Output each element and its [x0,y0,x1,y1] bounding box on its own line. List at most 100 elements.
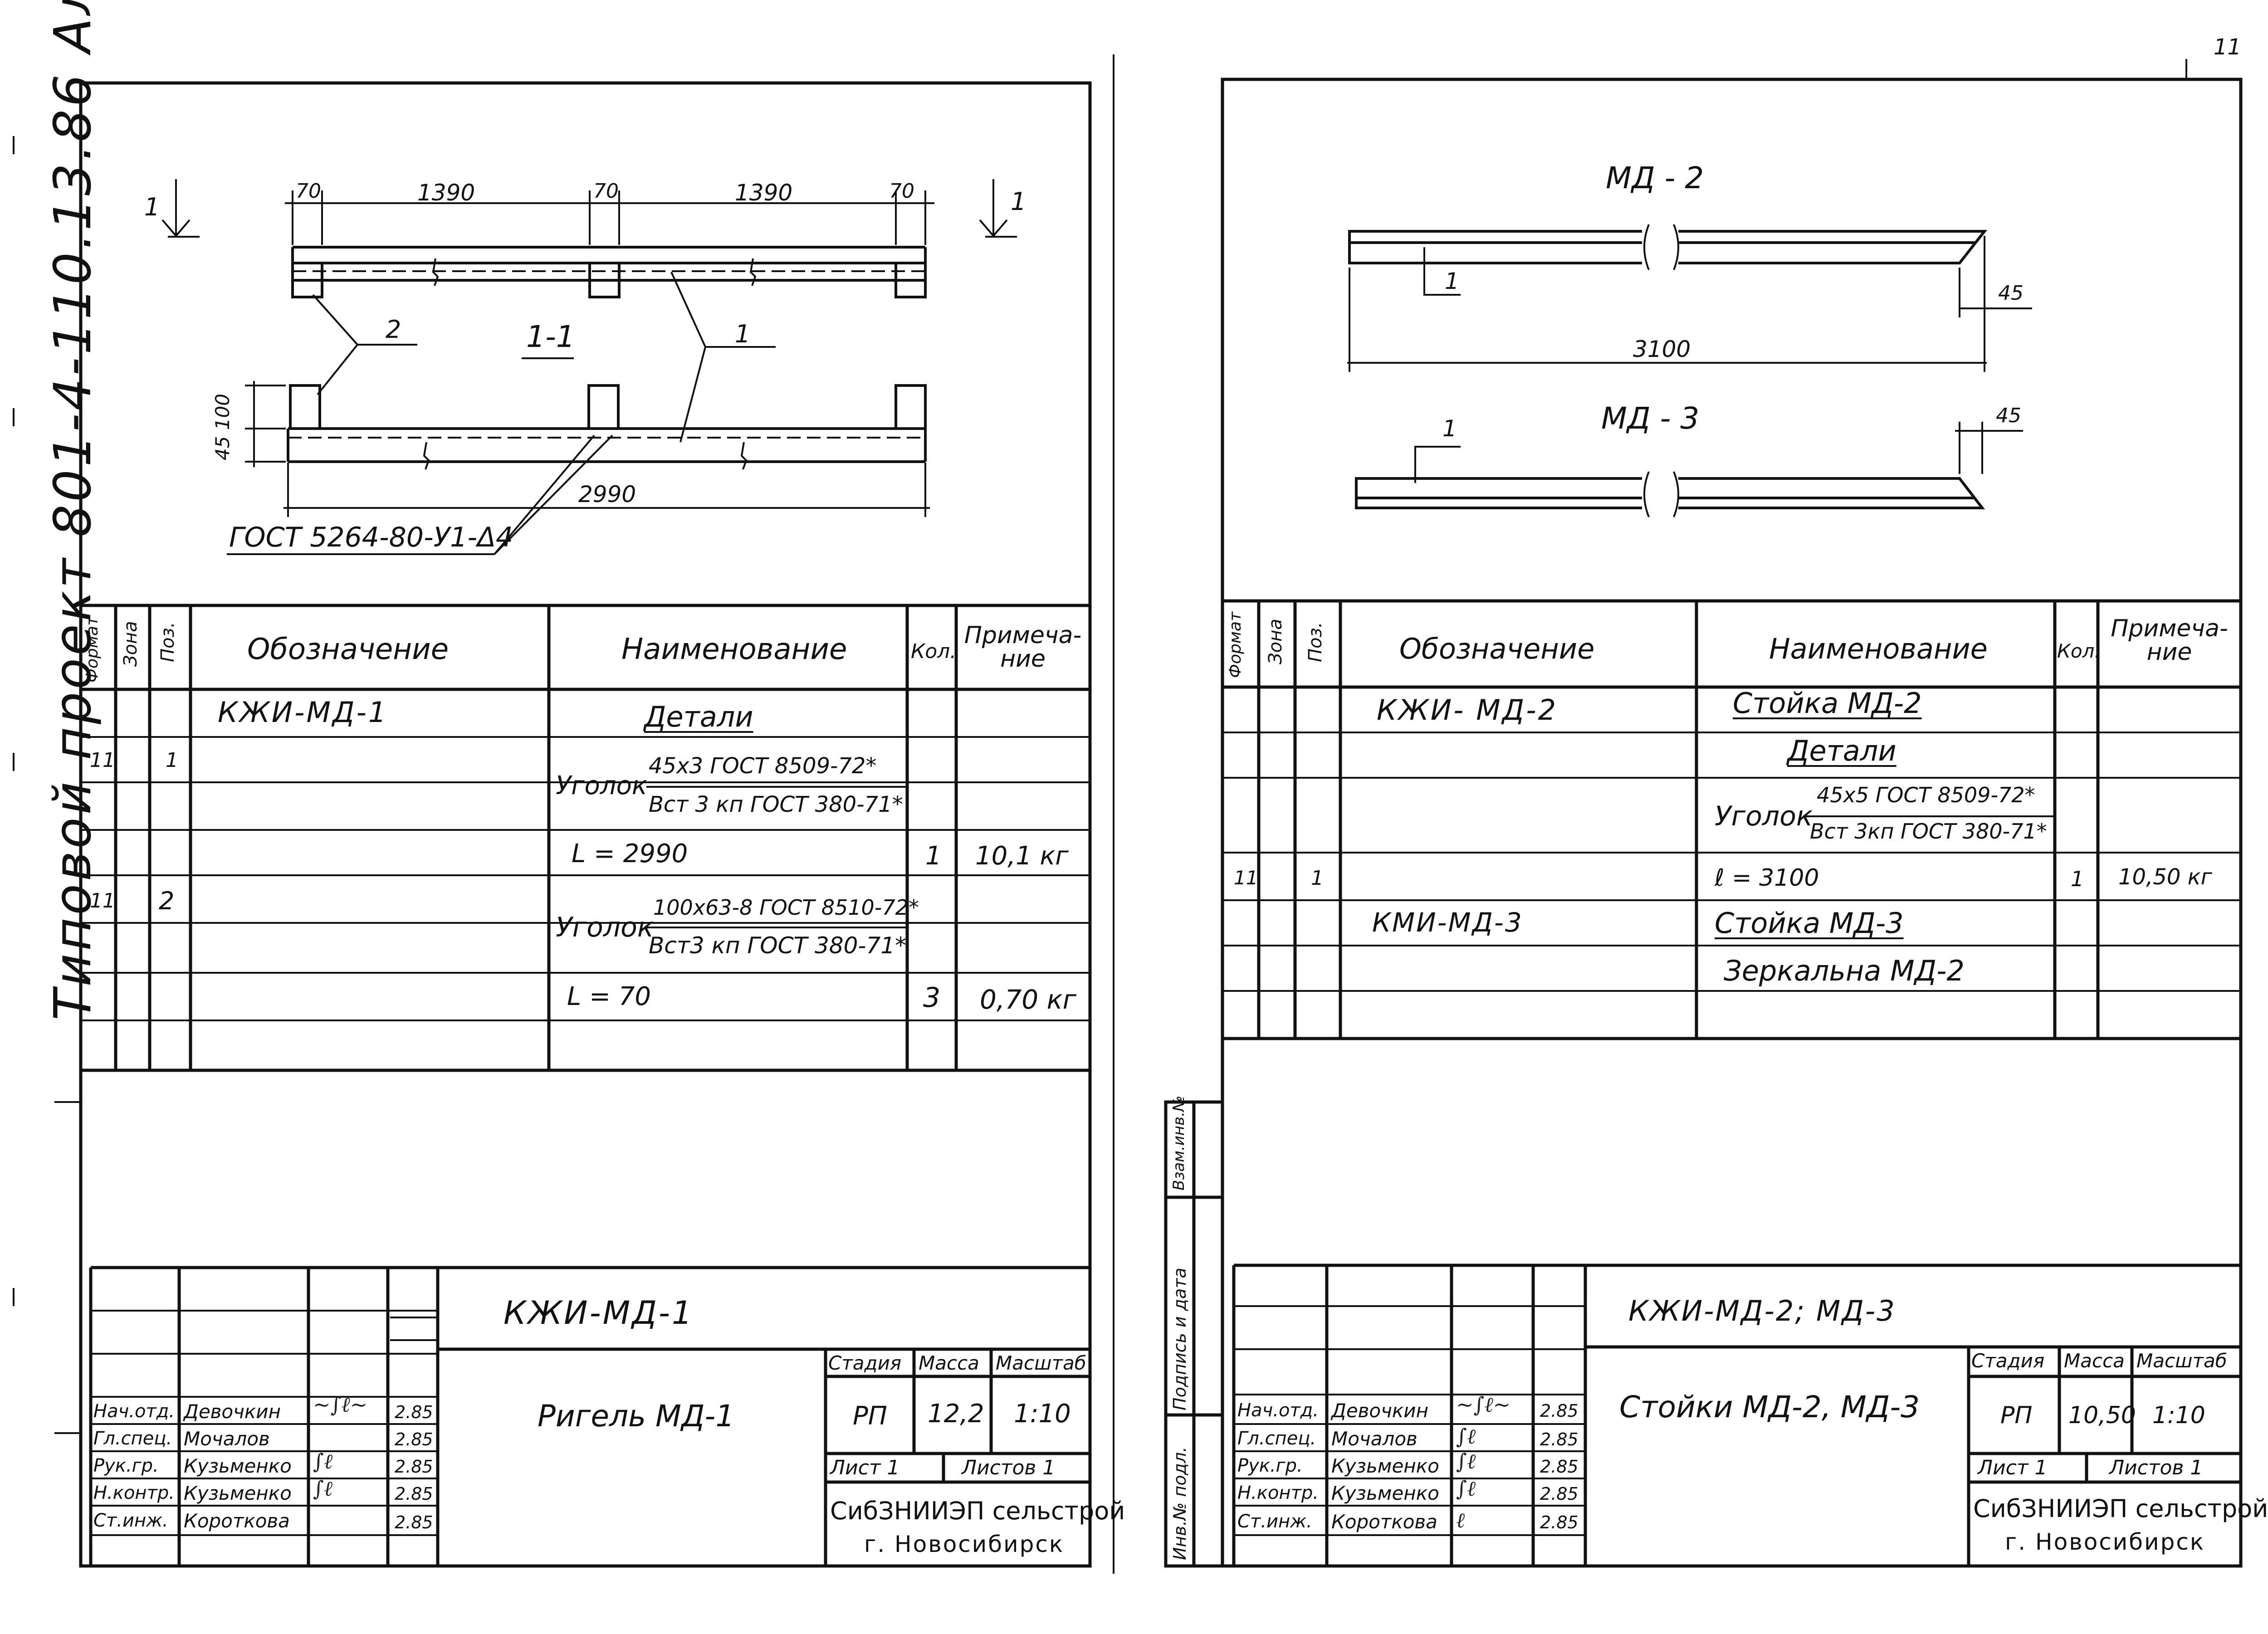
header-note: Примеча-ние [2111,615,2228,666]
person-name: Короткова [1331,1511,1437,1533]
side-dimension-label: 45 100 [211,394,234,460]
item-length: L = 2990 [572,839,688,868]
side-label-inv-repl: Взам.инв.№ [1170,1095,1188,1190]
person-name: Короткова [184,1510,290,1532]
header-pos: Поз. [1305,622,1326,662]
date: 2.85 [1540,1512,1579,1532]
item-pos: 1 [166,749,178,772]
sheet-label: Лист 1 [830,1456,900,1479]
date: 2.85 [395,1402,433,1422]
page-number: 11 [2214,34,2242,60]
stage-value: РП [2000,1402,2033,1429]
sheets-label: Листов 1 [962,1456,1056,1479]
item-format: 11 [90,749,115,772]
role-label: Гл.спец. [93,1428,172,1449]
section-arrow-label: 1 [144,193,160,221]
city: г. Новосибирск [2005,1529,2205,1555]
header-format: Формат [1226,611,1245,678]
side-label-inv-orig: Инв.№ подл. [1170,1446,1190,1560]
signature: ∫ℓ [1456,1449,1476,1473]
scale-label: Масштаб [2136,1350,2227,1372]
item-pos: 2 [159,887,175,915]
spec-designation: КЖИ- МД-2 [1377,693,1558,727]
item-fraction-top: 45х3 ГОСТ 8509-72* [649,753,877,779]
header-name: Наименование [621,633,847,666]
position-label: 1 [735,320,751,348]
city: г. Новосибирск [864,1531,1065,1557]
person-name: Кузьменко [184,1482,292,1504]
date: 2.85 [1540,1484,1579,1504]
role-label: Нач.отд. [93,1401,175,1422]
role-label: Н.контр. [93,1483,175,1503]
mass-label: Масса [919,1352,979,1374]
header-zone: Зона [120,621,141,667]
signature: ℓ [1456,1508,1465,1532]
side-label-sign-date: Подпись и дата [1170,1268,1190,1410]
title-code: КЖИ-МД-1 [503,1294,694,1332]
header-designation: Обозначение [1399,632,1595,665]
role-label: Н.контр. [1237,1483,1319,1503]
item-name-prefix: Уголок [1715,800,1813,832]
part-label: МД - 3 [1601,401,1700,436]
spec-name: Стойка МД-2 [1733,687,1922,720]
header-format: Формат [83,616,102,683]
item-fraction-bottom: Вст 3 кп ГОСТ 380-71* [649,792,903,817]
stage-label: Стадия [828,1352,902,1374]
scale-value: 1:10 [2152,1402,2205,1429]
header-designation: Обозначение [247,633,449,666]
spec-name: Стойка МД-3 [1715,907,1904,940]
dimension-label: 70 [296,180,321,203]
role-label: Гл.спец. [1237,1428,1316,1449]
header-name: Наименование [1769,632,1988,665]
signature: ∫ℓ [313,1449,333,1473]
header-pos: Поз. [157,622,178,662]
sheets-label: Листов 1 [2109,1456,2203,1479]
stage-value: РП [853,1401,887,1431]
item-format: 11 [90,889,115,912]
spec-name: Зеркальна МД-2 [1724,954,1965,987]
item-length: L = 70 [567,982,651,1011]
person-name: Кузьменко [1331,1482,1439,1504]
section-arrow-label: 1 [1011,187,1026,216]
date: 2.85 [1540,1401,1579,1421]
mass-label: Масса [2064,1350,2125,1372]
person-name: Девочкин [1331,1400,1429,1422]
item-fraction-bottom: Вст 3кп ГОСТ 380-71* [1810,819,2047,844]
spec-section-title: Детали [1787,734,1897,767]
item-qty: 3 [923,982,941,1014]
date: 2.85 [395,1457,433,1477]
signature: ∫ℓ [1456,1424,1476,1449]
dimension-label: 70 [889,180,914,203]
header-zone: Зона [1265,619,1286,664]
organization: СибЗНИИЭП сельстрой [830,1497,1125,1525]
person-name: Мочалов [1331,1428,1418,1450]
date: 2.85 [1540,1429,1579,1449]
part-label: МД - 2 [1606,161,1704,195]
date: 2.85 [395,1484,433,1504]
item-note: 10,1 кг [975,841,1069,871]
item-note: 10,50 кг [2118,864,2212,890]
title-code: КЖИ-МД-2; МД-3 [1628,1294,1896,1327]
item-pos: 1 [1311,867,1324,890]
signature: ~∫ℓ~ [313,1392,368,1417]
organization: СибЗНИИЭП сельстрой [1973,1494,2268,1523]
title-name: Стойки МД-2, МД-3 [1619,1390,1920,1424]
signature: ∫ℓ [1456,1476,1476,1501]
item-fraction-top: 100х63-8 ГОСТ 8510-72* [653,895,919,920]
item-qty: 1 [2071,867,2084,891]
scale-value: 1:10 [1014,1399,1071,1429]
spec-designation: КЖИ-МД-1 [218,696,388,729]
signature: ∫ℓ [313,1476,333,1501]
mass-value: 10,50 [2068,1402,2136,1429]
signature: ~∫ℓ~ [1456,1392,1511,1417]
date: 2.85 [395,1512,433,1532]
role-label: Ст.инж. [93,1510,168,1531]
header-qty: Кол. [911,640,957,663]
role-label: Нач.отд. [1237,1400,1319,1421]
position-label: 1 [1442,415,1457,442]
item-fraction-top: 45х5 ГОСТ 8509-72* [1817,783,2035,807]
position-label: 1 [1445,268,1459,294]
person-name: Девочкин [184,1400,281,1423]
